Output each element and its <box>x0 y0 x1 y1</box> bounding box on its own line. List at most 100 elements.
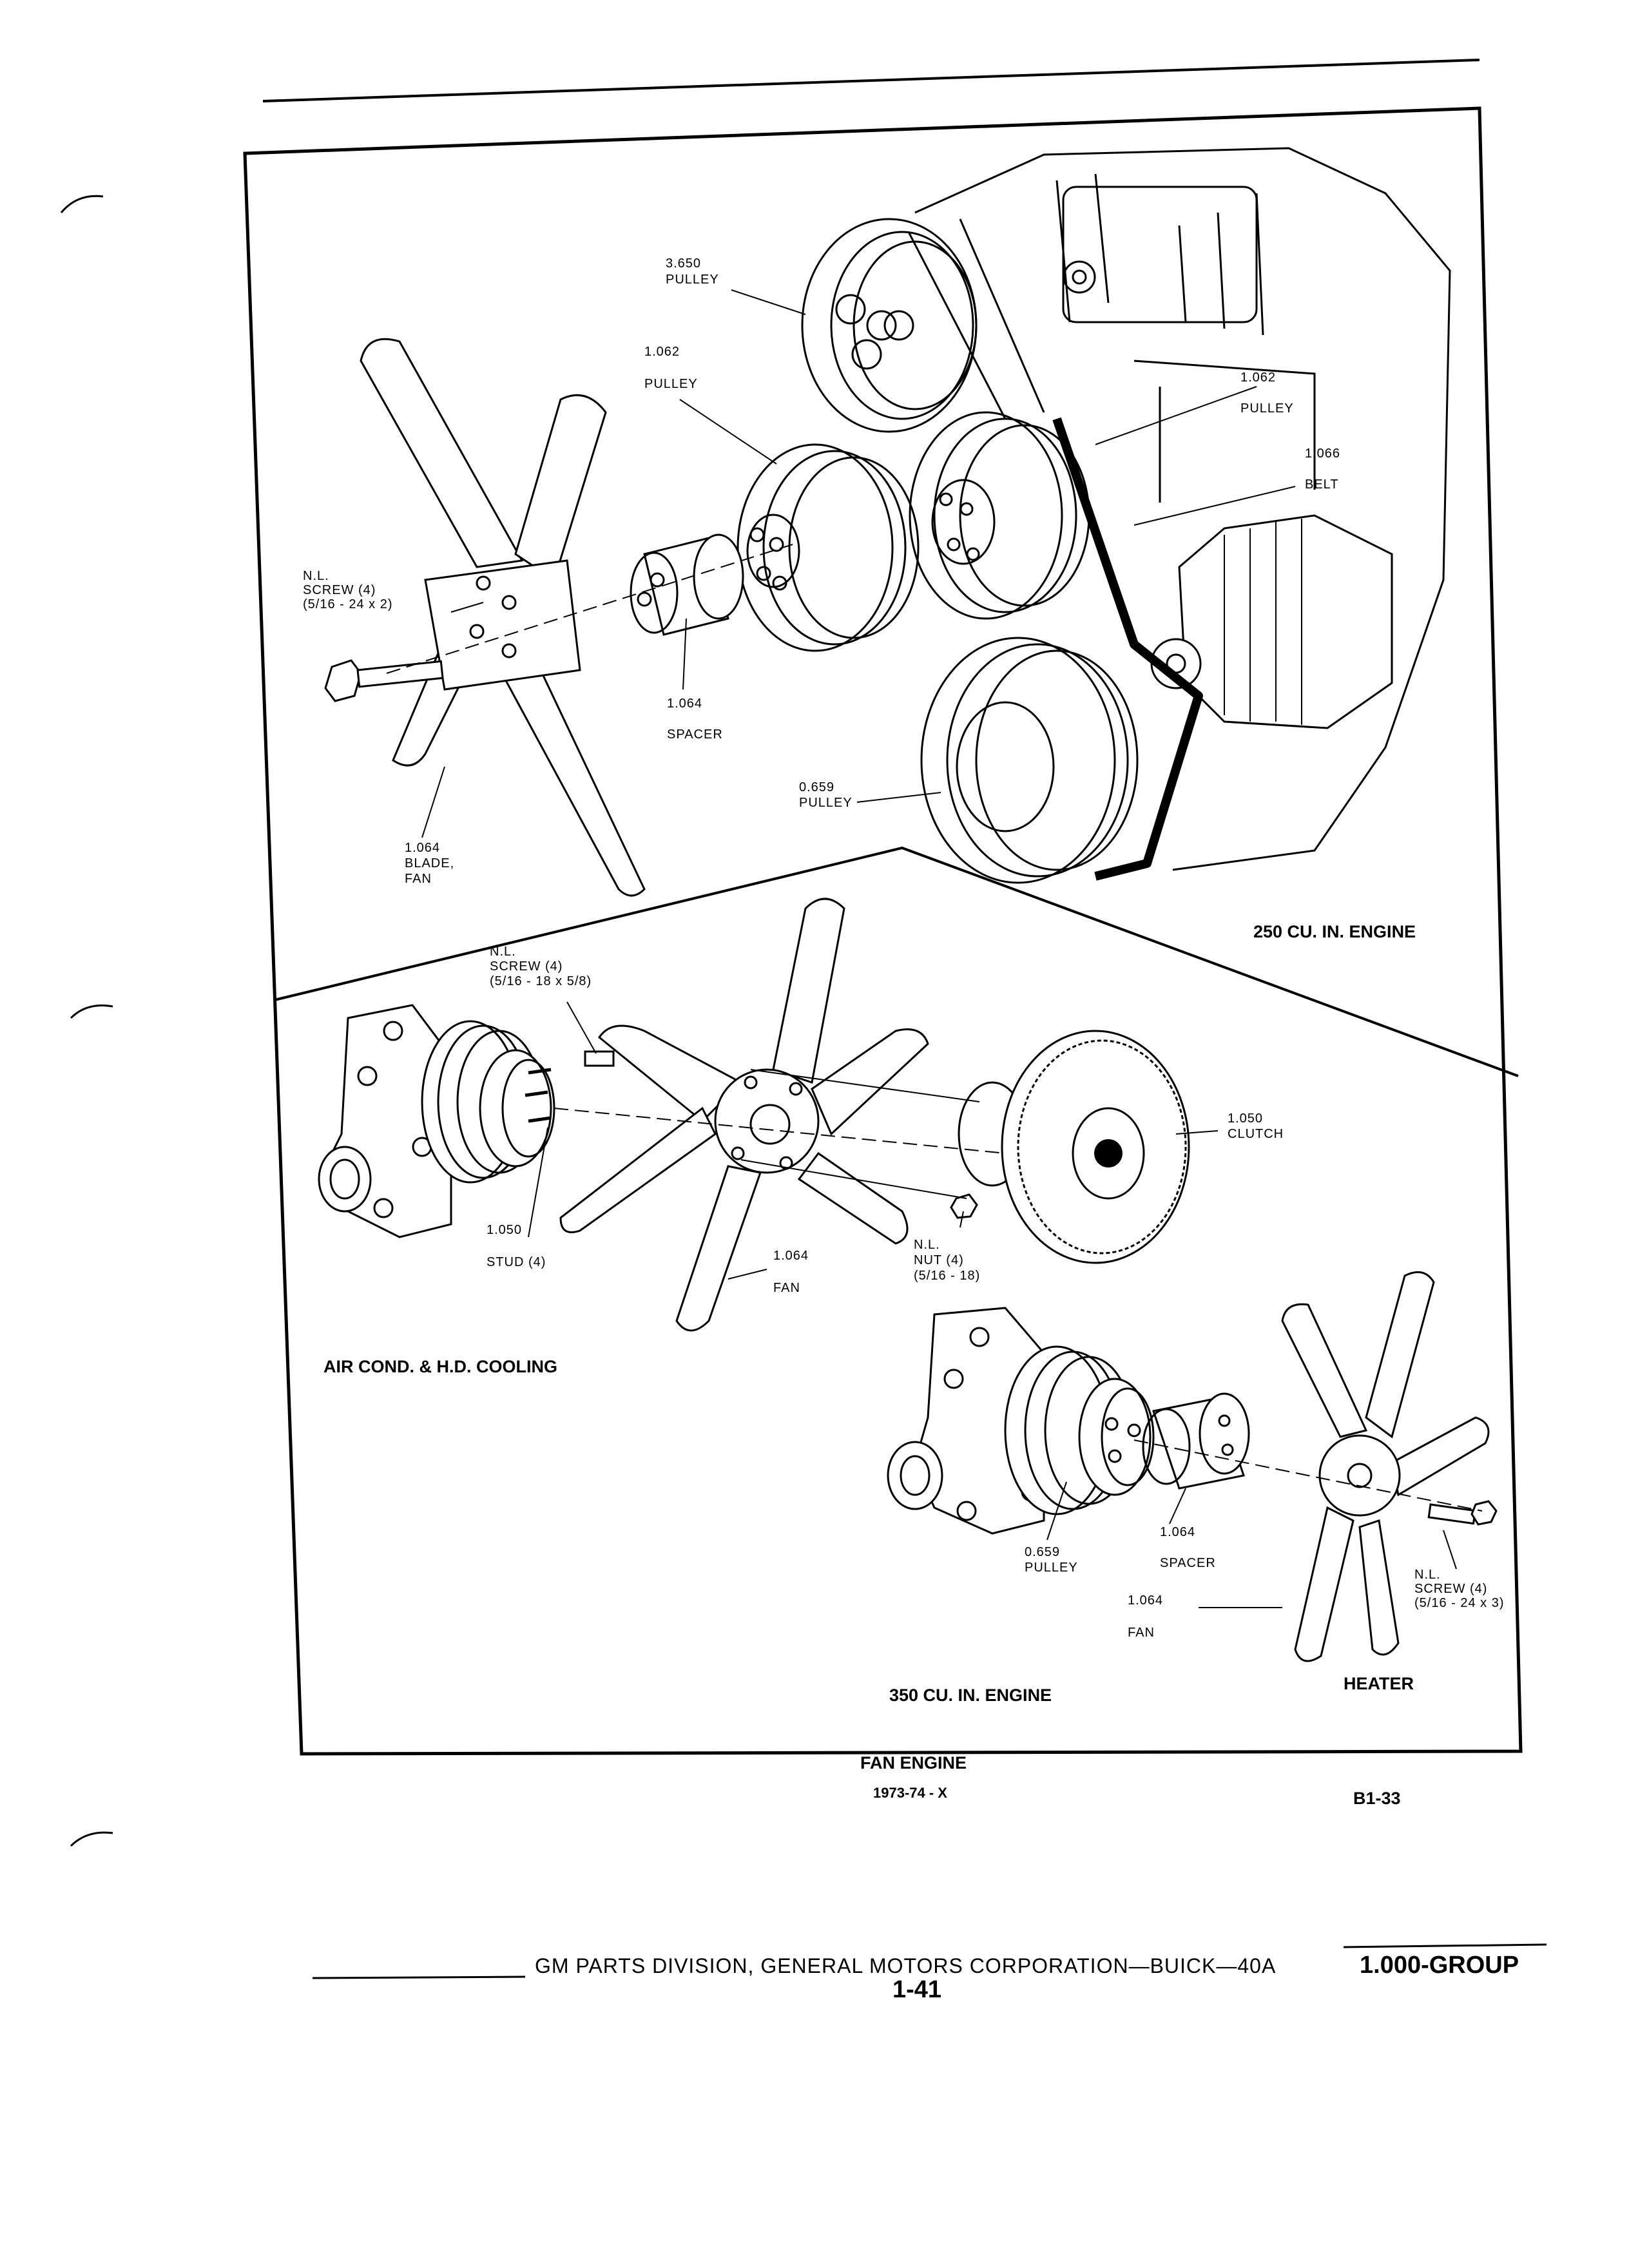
svg-text:PULLEY: PULLEY <box>1240 401 1294 416</box>
svg-text:CLUTCH: CLUTCH <box>1228 1127 1284 1141</box>
assembly-axis-bottom <box>1133 1439 1483 1512</box>
studs <box>525 1068 552 1123</box>
bottom-panel-drawing <box>887 1271 1498 1662</box>
illustration-frame <box>243 106 1523 1756</box>
svg-text:PULLEY: PULLEY <box>1025 1561 1078 1575</box>
svg-text:SPACER: SPACER <box>667 727 723 742</box>
engine-block <box>914 147 1451 871</box>
svg-text:3.650: 3.650 <box>666 256 701 271</box>
assembly-axis-top <box>386 544 793 674</box>
assembly-axis-middle <box>554 1108 1006 1154</box>
screw-top <box>324 659 444 702</box>
callout-stud: 1.050 STUD (4) <box>487 1223 546 1269</box>
svg-text:0.659: 0.659 <box>1025 1545 1060 1559</box>
svg-text:BELT: BELT <box>1305 477 1339 492</box>
svg-text:SPACER: SPACER <box>1160 1556 1216 1570</box>
callout-fan-bottom: 1.064 FAN <box>1128 1593 1163 1640</box>
svg-text:SCREW (4): SCREW (4) <box>490 959 563 974</box>
svg-text:1.064: 1.064 <box>1160 1525 1195 1539</box>
top-panel-drawing <box>324 147 1451 897</box>
svg-text:1.062: 1.062 <box>644 345 680 359</box>
svg-text:N.L.: N.L. <box>1414 1568 1441 1582</box>
fan-six-blade <box>559 898 929 1332</box>
screw-bottom <box>1427 1500 1498 1526</box>
svg-text:1.062: 1.062 <box>1240 370 1276 385</box>
svg-text:N.L.: N.L. <box>303 569 329 583</box>
svg-text:1.064: 1.064 <box>1128 1593 1163 1608</box>
svg-text:0.659: 0.659 <box>799 780 834 794</box>
leader-lines-bottom <box>1046 1481 1457 1608</box>
leader-lines-top <box>421 289 1296 838</box>
pulley-lower <box>920 637 1139 884</box>
callout-clutch: 1.050 CLUTCH <box>1228 1111 1284 1141</box>
svg-text:SCREW (4): SCREW (4) <box>1414 1582 1487 1596</box>
callout-pulley-left: 1.062 PULLEY <box>644 345 698 391</box>
footer-page-number: 1-41 <box>892 1976 941 2003</box>
leader-lines-middle <box>528 1001 1219 1280</box>
panel-divider <box>274 846 1519 1077</box>
svg-text:BLADE,: BLADE, <box>405 856 454 870</box>
pulley-left-upper <box>737 443 920 652</box>
svg-text:FAN: FAN <box>1128 1626 1155 1640</box>
svg-text:(5/16 - 24 x 2): (5/16 - 24 x 2) <box>303 597 393 611</box>
drive-belt <box>1052 417 1203 881</box>
callout-spacer-top: 1.064 SPACER <box>667 697 723 742</box>
engine-label-350: 350 CU. IN. ENGINE <box>889 1686 1052 1705</box>
svg-text:PULLEY: PULLEY <box>666 273 719 287</box>
footer-rule-left <box>312 1975 526 1979</box>
water-pump-middle <box>318 1004 452 1238</box>
callout-fan-middle: 1.064 FAN <box>773 1249 809 1295</box>
nut-middle <box>950 1193 978 1219</box>
callout-nut: N.L. NUT (4) (5/16 - 18) <box>914 1238 980 1283</box>
binder-mark-bottom <box>70 1831 113 1847</box>
spacer-bottom <box>1142 1392 1250 1490</box>
svg-text:STUD (4): STUD (4) <box>487 1255 546 1269</box>
figure-years: 1973-74 - X <box>873 1785 947 1801</box>
footer-group: 1.000-GROUP <box>1360 1952 1519 1979</box>
binder-mark-top <box>60 195 104 213</box>
svg-text:SCREW (4): SCREW (4) <box>303 583 376 597</box>
svg-text:1.064: 1.064 <box>773 1249 809 1263</box>
binder-mark-middle <box>70 1004 113 1019</box>
svg-text:FAN: FAN <box>405 872 432 886</box>
callout-pulley-3650: 3.650 PULLEY <box>666 256 719 287</box>
callout-screw-top: N.L. SCREW (4) (5/16 - 24 x 2) <box>303 569 393 611</box>
section-label-air-cond: AIR COND. & H.D. COOLING <box>323 1357 557 1376</box>
callout-screw-bottom: N.L. SCREW (4) (5/16 - 24 x 3) <box>1414 1568 1504 1610</box>
svg-text:1.050: 1.050 <box>487 1223 522 1237</box>
callout-spacer-bottom: 1.064 SPACER <box>1160 1525 1216 1570</box>
svg-text:FAN: FAN <box>773 1281 800 1295</box>
callout-belt: 1.066 BELT <box>1305 447 1340 492</box>
pulley-bottom <box>1004 1345 1155 1515</box>
callout-pulley-right: 1.062 PULLEY <box>1240 370 1294 416</box>
svg-text:N.L.: N.L. <box>490 945 516 959</box>
figure-code: B1-33 <box>1353 1789 1401 1808</box>
fan-blade-top <box>360 338 646 897</box>
figure-title: FAN ENGINE <box>860 1753 967 1773</box>
fan-clutch <box>958 1030 1190 1264</box>
spacer-top <box>630 533 744 636</box>
svg-text:PULLEY: PULLEY <box>644 377 698 391</box>
fan-heater <box>1281 1271 1490 1662</box>
screw-middle <box>584 1050 615 1067</box>
engine-label-250: 250 CU. IN. ENGINE <box>1253 922 1416 941</box>
alternator <box>1150 514 1393 729</box>
svg-text:PULLEY: PULLEY <box>799 796 853 810</box>
callout-screw-middle: N.L. SCREW (4) (5/16 - 18 x 5/8) <box>490 945 592 988</box>
svg-text:1.064: 1.064 <box>405 841 440 855</box>
svg-text:(5/16 - 18 x 5/8): (5/16 - 18 x 5/8) <box>490 974 592 988</box>
footer-rule-right <box>1343 1943 1547 1948</box>
callout-pulley-bottom: 0.659 PULLEY <box>1025 1545 1078 1575</box>
svg-text:NUT (4): NUT (4) <box>914 1253 964 1267</box>
header-rule <box>262 59 1480 102</box>
footer-publisher: GM PARTS DIVISION, GENERAL MOTORS CORPOR… <box>535 1954 1276 1977</box>
svg-text:N.L.: N.L. <box>914 1238 940 1252</box>
pulley-middle <box>421 1020 555 1184</box>
section-label-heater: HEATER <box>1344 1674 1414 1693</box>
svg-text:(5/16 - 18): (5/16 - 18) <box>914 1269 980 1283</box>
callout-pulley-lower: 0.659 PULLEY <box>799 780 853 810</box>
callout-fan-blade: 1.064 BLADE, FAN <box>405 841 454 886</box>
svg-text:1.066: 1.066 <box>1305 447 1340 461</box>
svg-text:1.064: 1.064 <box>667 697 702 711</box>
svg-text:1.050: 1.050 <box>1228 1111 1263 1126</box>
